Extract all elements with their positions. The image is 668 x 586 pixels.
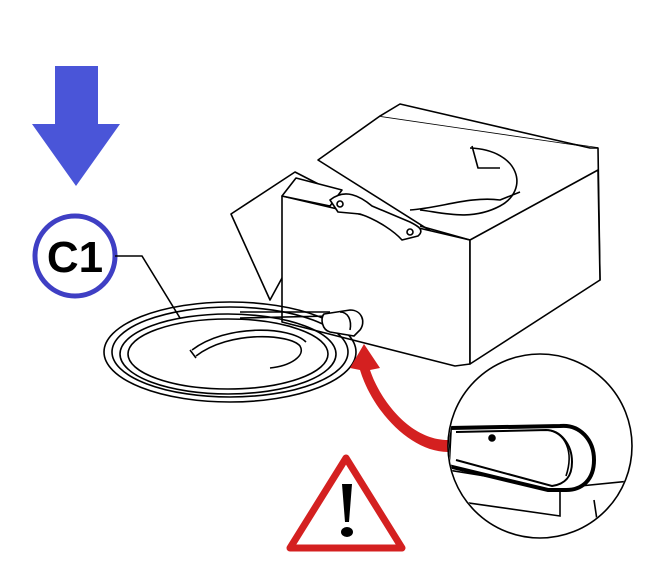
- pointer-arrow-icon: [350, 344, 448, 452]
- callout-c1: C1: [32, 213, 181, 319]
- container-box: [230, 103, 601, 367]
- detail-zoom: [447, 353, 633, 539]
- arrow-down-icon: [32, 66, 120, 186]
- hose-connector: [321, 309, 364, 337]
- callout-leader-line: [115, 255, 181, 319]
- hose-coil: [103, 301, 357, 403]
- callout-label: C1: [47, 233, 103, 282]
- warning-triangle-icon: [286, 454, 406, 552]
